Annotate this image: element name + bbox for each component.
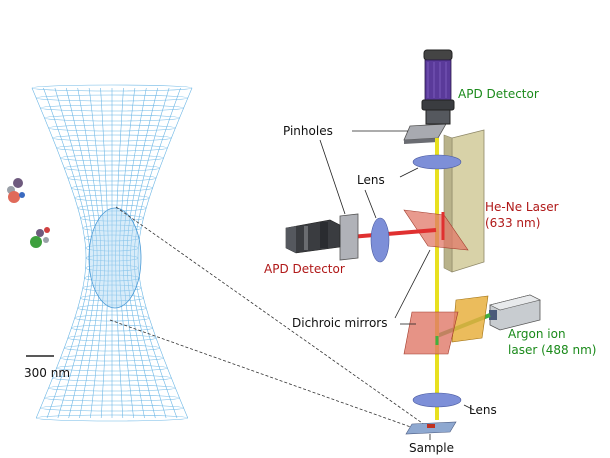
leader-lens-left [364, 189, 377, 219]
mesh-meridian [100, 87, 109, 419]
mesh-meridian [66, 87, 98, 419]
label-sample: Sample [409, 441, 454, 455]
red-beam [349, 228, 437, 239]
label-argon-2: laser (488 nm) [508, 343, 596, 357]
mesh-meridian [43, 87, 90, 419]
argon-laser [489, 294, 541, 331]
leader-lens-bottom [463, 404, 475, 411]
sample-spot [427, 424, 435, 428]
dichroic-mirror-orange [451, 295, 489, 343]
mesh-meridian [119, 87, 136, 419]
label-apd-top: APD Detector [458, 87, 539, 101]
label-pinholes: Pinholes [283, 124, 333, 138]
molecule-red [7, 178, 25, 203]
leader-lens-top [399, 167, 419, 178]
label-hene-2: (633 nm) [485, 216, 540, 230]
pinhole-plate-left [339, 213, 359, 261]
label-lens-bottom: Lens [469, 403, 497, 417]
label-argon-1: Argon ion [508, 327, 566, 341]
mesh-meridian [137, 87, 193, 419]
apd-detector-top [421, 49, 455, 125]
mesh-meridian [115, 87, 124, 419]
scale-bar-label: 300 nm [24, 366, 70, 380]
mesh-meridian [31, 87, 87, 419]
label-apd-left: APD Detector [264, 262, 345, 276]
lens-bottom [412, 392, 462, 408]
pinhole-plate-top-edge [404, 138, 438, 144]
focal-ellipsoid [88, 207, 142, 309]
molecule-green [30, 227, 50, 248]
apd-detector-left [285, 219, 341, 254]
label-dichroic: Dichroic mirrors [292, 316, 387, 330]
label-hene-1: He-Ne Laser [485, 200, 559, 214]
lens-top [412, 154, 462, 170]
leader-dichroic-1 [394, 249, 431, 319]
pinhole-plate-top [403, 123, 447, 141]
mesh-meridian [130, 87, 170, 419]
mesh-meridian [54, 87, 94, 419]
leader-pinholes-left [319, 139, 346, 215]
mesh-meridian [122, 87, 147, 419]
mesh-meridian [126, 87, 158, 419]
focal-volume-mesh [31, 84, 193, 422]
mesh-meridian [88, 87, 105, 419]
mesh-meridian [77, 87, 102, 419]
lens-left [370, 217, 390, 263]
mesh-meridian [134, 87, 181, 419]
hene-laser [443, 129, 485, 273]
zoom-line-top [115, 206, 426, 426]
label-lens-top: Lens [357, 173, 385, 187]
dichroic-mirror-red-bottom [403, 311, 459, 355]
zoom-line-bottom [109, 319, 423, 432]
